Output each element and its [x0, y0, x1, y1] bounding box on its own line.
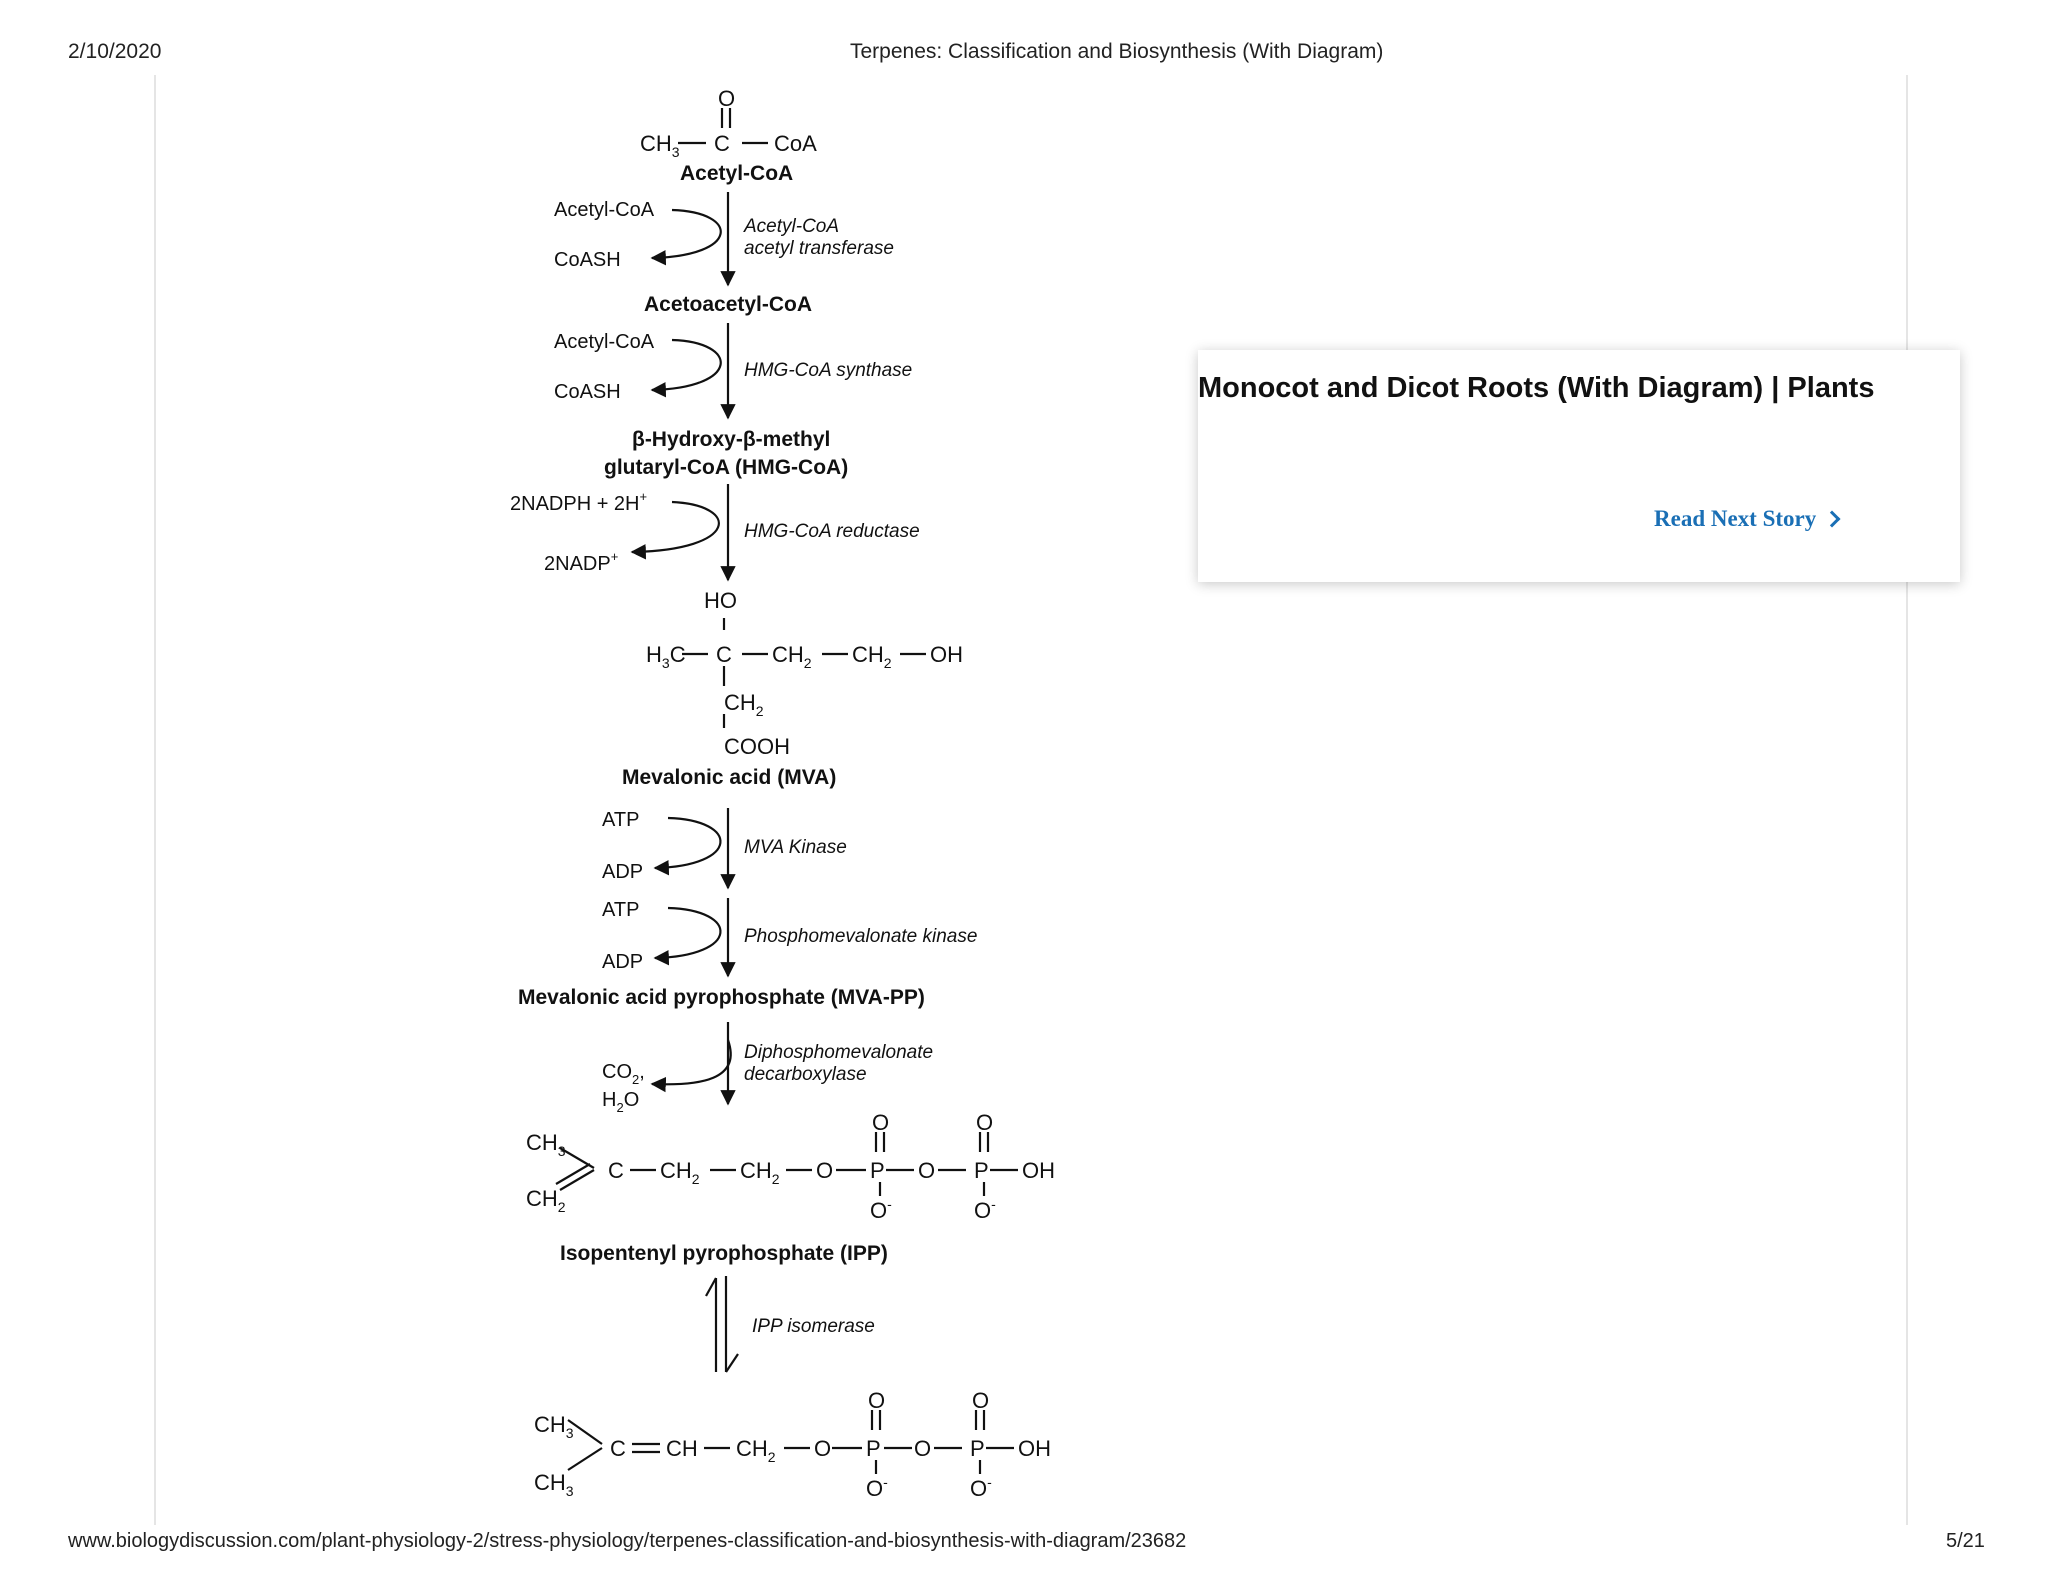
hmg-coa-label-line2: glutaryl-CoA (HMG-CoA) [604, 456, 848, 479]
mva-hydroxyl: HO [704, 588, 737, 613]
dmapp-ch: CH [666, 1436, 698, 1461]
ipp-o1: O [816, 1158, 833, 1183]
ipp-p2-ominus: O- [974, 1196, 996, 1223]
ipp-ch2-1: CH2 [660, 1158, 700, 1187]
dmapp-p2: P [970, 1436, 985, 1461]
step6-output-co2: CO2, [602, 1061, 645, 1087]
ipp-p2: P [974, 1158, 989, 1183]
chevron-right-icon [1823, 510, 1841, 528]
dmapp-ch3-bottom: CH3 [534, 1470, 574, 1499]
ipp-oh: OH [1022, 1158, 1055, 1183]
step1-input: Acetyl-CoA [554, 199, 655, 221]
ipp-p1: P [870, 1158, 885, 1183]
mva-ch2-3: CH2 [724, 690, 764, 719]
page-url: www.biologydiscussion.com/plant-physiolo… [68, 1530, 1187, 1552]
ipp-ch2-2: CH2 [740, 1158, 780, 1187]
step6-enzyme-line1: Diphosphomevalonate [744, 1042, 933, 1063]
step2-enzyme: HMG-CoA synthase [744, 360, 912, 381]
dmapp-oh: OH [1018, 1436, 1051, 1461]
step4-input: ATP [602, 809, 639, 831]
page-number: 5/21 [1946, 1530, 1985, 1552]
dmapp-p1-ominus: O- [866, 1474, 888, 1501]
ipp-carbon: C [608, 1158, 624, 1183]
read-next-label: Read Next Story [1654, 506, 1817, 531]
mva-h3c: H3C [646, 642, 686, 671]
step3-input: 2NADPH + 2H+ [510, 489, 647, 515]
dmapp-p2-o: O [972, 1388, 989, 1413]
step4-output: ADP [602, 861, 643, 883]
step1-output: CoASH [554, 249, 621, 271]
content-border-right [1906, 75, 1908, 1525]
dmapp-carbon: C [610, 1436, 626, 1461]
step3-output: 2NADP+ [544, 549, 618, 575]
coa-group: CoA [774, 131, 817, 156]
print-date: 2/10/2020 [68, 40, 162, 63]
read-next-title[interactable]: Monocot and Dicot Roots (With Diagram) |… [1198, 372, 1875, 404]
step1-enzyme-line2: acetyl transferase [744, 238, 894, 259]
dmapp-p1-o: O [868, 1388, 885, 1413]
ch3-group: CH3 [640, 131, 680, 160]
dmapp-o2: O [914, 1436, 931, 1461]
acetyl-coa-label: Acetyl-CoA [680, 162, 793, 185]
ipp-p2-o: O [976, 1110, 993, 1135]
mva-oh: OH [930, 642, 963, 667]
mva-cooh: COOH [724, 734, 790, 759]
ipp-p1-ominus: O- [870, 1196, 892, 1223]
read-next-link[interactable]: Read Next Story [1654, 506, 1841, 532]
step3-enzyme: HMG-CoA reductase [744, 521, 920, 542]
mva-label: Mevalonic acid (MVA) [622, 766, 836, 789]
step5-output: ADP [602, 951, 643, 973]
step4-enzyme: MVA Kinase [744, 837, 847, 858]
content-border-left [154, 75, 156, 1525]
step5-input: ATP [602, 899, 639, 921]
ipp-ch2-terminal: CH2 [526, 1186, 566, 1215]
ipp-label: Isopentenyl pyrophosphate (IPP) [560, 1242, 888, 1265]
acetoacetyl-coa-label: Acetoacetyl-CoA [644, 293, 812, 316]
step6-enzyme-line2: decarboxylase [744, 1064, 867, 1085]
step7-enzyme: IPP isomerase [752, 1316, 875, 1337]
mva-ch2-1: CH2 [772, 642, 812, 671]
dmapp-p2-ominus: O- [970, 1474, 992, 1501]
dmapp-p1: P [866, 1436, 881, 1461]
ipp-p1-o: O [872, 1110, 889, 1135]
carbonyl-o: O [718, 86, 735, 111]
mva-carbon: C [716, 642, 732, 667]
read-next-card[interactable]: Monocot and Dicot Roots (With Diagram) |… [1198, 350, 1960, 582]
hmg-coa-label-line1: β-Hydroxy-β-methyl [632, 428, 830, 451]
mva-pp-label: Mevalonic acid pyrophosphate (MVA-PP) [518, 986, 925, 1009]
carbon: C [714, 131, 730, 156]
step2-output: CoASH [554, 381, 621, 403]
ipp-ch3: CH3 [526, 1130, 566, 1159]
dmapp-ch3-top: CH3 [534, 1412, 574, 1441]
page-title: Terpenes: Classification and Biosynthesi… [850, 40, 1384, 63]
dmapp-o1: O [814, 1436, 831, 1461]
step1-enzyme-line1: Acetyl-CoA [743, 216, 839, 237]
mva-ch2-2: CH2 [852, 642, 892, 671]
step5-enzyme: Phosphomevalonate kinase [744, 926, 977, 947]
step6-output-h2o: H2O [602, 1089, 639, 1115]
dmapp-ch2: CH2 [736, 1436, 776, 1465]
ipp-o2: O [918, 1158, 935, 1183]
step2-input: Acetyl-CoA [554, 331, 655, 353]
